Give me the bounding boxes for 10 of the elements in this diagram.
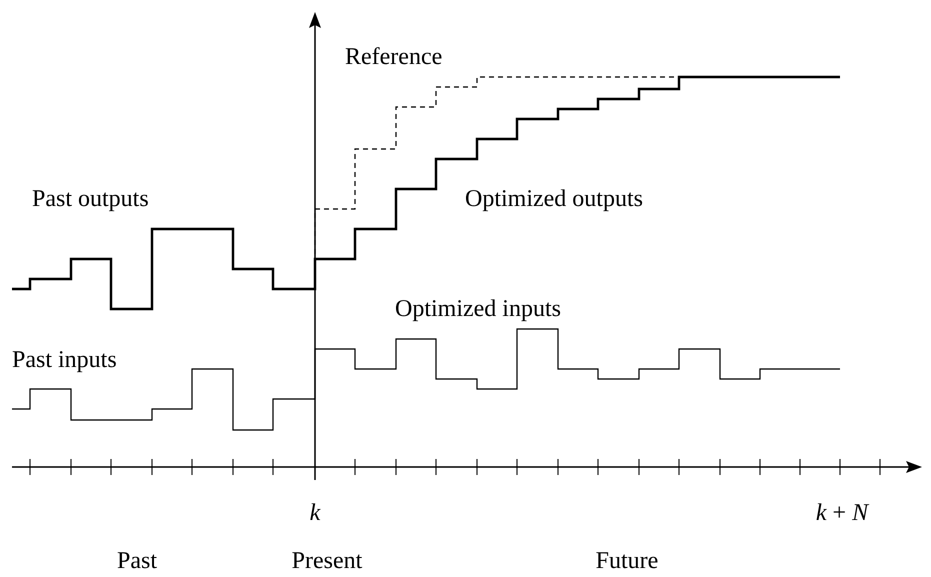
curve-label: Reference	[345, 44, 442, 70]
curve-label: Optimized outputs	[465, 186, 643, 212]
region-label: Past	[117, 548, 157, 574]
curve-label: Past inputs	[12, 347, 117, 374]
axis-label: k + N	[816, 500, 868, 526]
region-label: Future	[596, 548, 658, 574]
region-label: Present	[292, 548, 362, 574]
axis-label: k	[310, 500, 320, 526]
curve-label: Past outputs	[32, 186, 149, 212]
curve-label: Optimized inputs	[395, 296, 561, 322]
